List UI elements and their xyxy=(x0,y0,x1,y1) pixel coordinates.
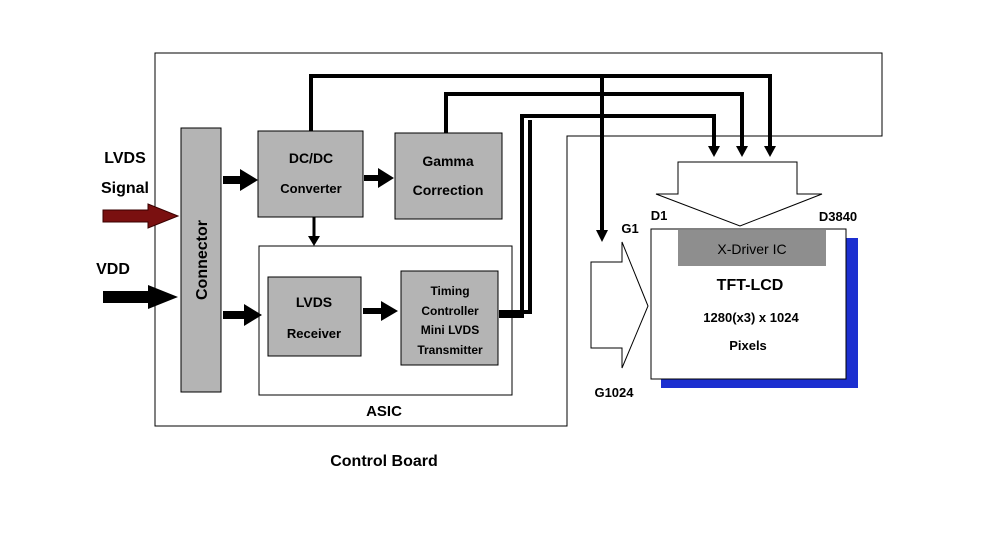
gamma-label-line2: Correction xyxy=(413,182,484,198)
dcdc-converter-block xyxy=(257,130,364,218)
connector-to-receiver-arrow xyxy=(223,304,262,326)
vdd-label: VDD xyxy=(96,261,130,278)
vdd-arrow xyxy=(103,285,178,309)
gamma-label-line1: Gamma xyxy=(422,153,474,169)
lvds-signal-arrow xyxy=(102,203,180,229)
panel-pixels-label: Pixels xyxy=(729,338,767,353)
gamma-wire-arrowhead xyxy=(736,146,748,157)
panel-resolution: 1280(x3) x 1024 xyxy=(703,310,799,325)
dcdc-to-gamma-arrow xyxy=(364,168,394,188)
receiver-to-timing-arrow xyxy=(363,301,398,321)
gamma-wire xyxy=(444,92,744,148)
timing-label-line4: Transmitter xyxy=(417,343,483,357)
source-driver-hollow-arrow xyxy=(655,161,823,227)
g1-label: G1 xyxy=(621,221,638,236)
tft-lcd-title: TFT-LCD xyxy=(717,277,784,294)
x-driver-ic-block xyxy=(678,230,826,266)
timing-controller-block xyxy=(400,270,499,366)
asic-label: ASIC xyxy=(366,403,402,420)
timing-wire-arrowhead xyxy=(708,146,720,157)
lvds-receiver-block xyxy=(267,276,362,357)
connector-label: Connector xyxy=(194,220,211,300)
lvds-rx-label-line2: Receiver xyxy=(287,326,341,341)
asic-outline xyxy=(258,245,513,396)
timing-wire-inner xyxy=(499,120,532,314)
lvds-rx-label-line1: LVDS xyxy=(296,294,332,310)
d1-label: D1 xyxy=(651,208,668,223)
d3840-label: D3840 xyxy=(819,209,857,224)
connector-block xyxy=(180,127,222,393)
g1024-label: G1024 xyxy=(594,385,634,400)
timing-wire-outer xyxy=(499,114,716,318)
timing-label-line1: Timing xyxy=(430,284,469,298)
timing-label-line2: Controller xyxy=(421,304,479,318)
gamma-correction-block xyxy=(394,132,503,220)
control-board-outline xyxy=(154,52,883,427)
dcdc-to-asic-arrowhead xyxy=(308,236,320,246)
dcdc-label-line1: DC/DC xyxy=(289,150,333,166)
gate-driver-hollow-arrow xyxy=(590,241,649,369)
x-driver-ic-label: X-Driver IC xyxy=(717,241,786,257)
lvds-signal-label-line2: Signal xyxy=(101,180,149,197)
dcdc-power-wire-arrowhead xyxy=(764,146,776,157)
connector-to-dcdc-arrow xyxy=(223,169,258,191)
timing-label-line3: Mini LVDS xyxy=(421,323,479,337)
control-board-label: Control Board xyxy=(330,453,438,470)
dcdc-power-wire xyxy=(309,74,772,148)
dcdc-label-line2: Converter xyxy=(280,181,341,196)
gate-wire-arrowhead xyxy=(596,230,608,242)
lvds-signal-label-line1: LVDS xyxy=(104,150,146,167)
